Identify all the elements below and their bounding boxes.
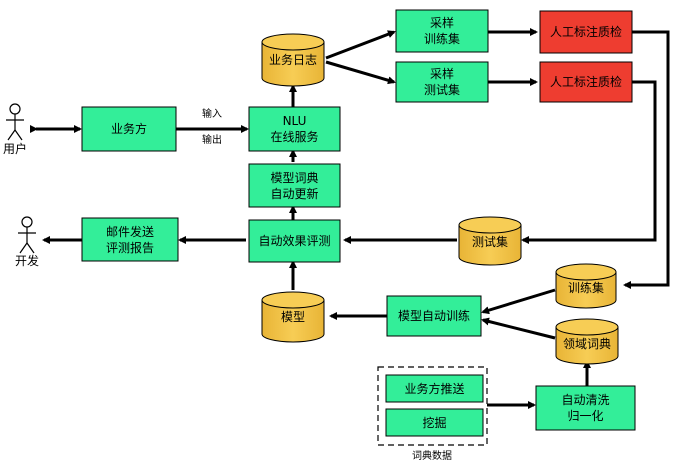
test-set-cylinder	[458, 216, 522, 266]
mining-label: 挖掘	[422, 415, 447, 430]
train-set-label: 训练集	[567, 281, 604, 295]
auto-clean-box	[535, 385, 636, 431]
output-label: 输出	[202, 135, 222, 146]
model-label: 模型	[280, 310, 305, 324]
sample-test-line2: 测试集	[423, 83, 460, 97]
sample-train-line2: 训练集	[423, 32, 460, 46]
biz-push-label: 业务方推送	[404, 381, 465, 396]
connectors	[30, 28, 670, 409]
user-label: 用户	[2, 142, 27, 156]
model-dict-update-box	[248, 163, 341, 208]
business-box	[81, 106, 177, 152]
nlu-service-box	[248, 106, 341, 152]
developer-label: 开发	[14, 254, 39, 268]
dict-data-group	[377, 366, 488, 446]
biz-push-box	[385, 374, 484, 403]
model-dict-update-label: 模型词典 自动更新	[249, 164, 340, 207]
sample-train-label: 采样 训练集	[396, 10, 488, 52]
domain-dict-cylinder	[555, 318, 619, 365]
auto-clean-label: 自动清洗 归一化	[536, 386, 635, 430]
sample-test-label: 采样 测试集	[396, 62, 488, 102]
auto-clean-line2: 归一化	[567, 409, 604, 423]
developer-icon	[18, 216, 36, 254]
sample-train-box	[395, 9, 489, 53]
edge-dict-train	[481, 317, 556, 340]
user-icon	[6, 103, 24, 141]
sample-train-line1: 采样	[429, 16, 454, 30]
nlu-line1: NLU	[282, 114, 307, 128]
mining-box	[385, 408, 484, 437]
edge-log-sampletrain	[325, 30, 396, 60]
edge-trainset-train	[481, 288, 556, 315]
dict-data-label: 词典数据	[412, 451, 452, 462]
model-cylinder	[261, 291, 325, 343]
sample-test-box	[395, 61, 489, 103]
email-report-box	[81, 217, 179, 262]
qc-box-2	[539, 61, 633, 103]
nlu-service-label: NLU 在线服务	[249, 107, 340, 151]
auto-train-label: 模型自动训练	[397, 309, 470, 323]
biz-log-label: 业务日志	[268, 53, 317, 67]
qc-label-1: 人工标注质检	[549, 25, 622, 39]
model-dict-update-line2: 自动更新	[270, 186, 319, 201]
domain-dict-label: 领域词典	[562, 337, 611, 351]
biz-log-cylinder	[261, 33, 325, 87]
input-label: 输入	[202, 109, 222, 120]
edge-log-sampletest	[325, 60, 396, 85]
auto-clean-line1: 自动清洗	[561, 393, 610, 407]
email-report-line1: 邮件发送	[105, 224, 154, 239]
sample-test-line1: 采样	[429, 67, 454, 81]
nlu-line2: 在线服务	[270, 130, 319, 144]
email-report-label: 邮件发送 评测报告	[82, 218, 178, 261]
qc-box-1	[539, 10, 633, 54]
qc-label-2: 人工标注质检	[549, 75, 622, 89]
edge-qc2-testset	[521, 80, 657, 244]
email-report-line2: 评测报告	[105, 240, 154, 255]
train-set-cylinder	[555, 263, 617, 309]
test-set-label: 测试集	[471, 235, 508, 249]
auto-eval-label: 自动效果评测	[258, 234, 331, 248]
business-label: 业务方	[110, 122, 147, 136]
edge-qc1-trainset	[623, 30, 670, 289]
model-dict-update-line1: 模型词典	[270, 170, 319, 185]
auto-eval-box	[248, 219, 341, 263]
auto-train-box	[386, 295, 482, 337]
